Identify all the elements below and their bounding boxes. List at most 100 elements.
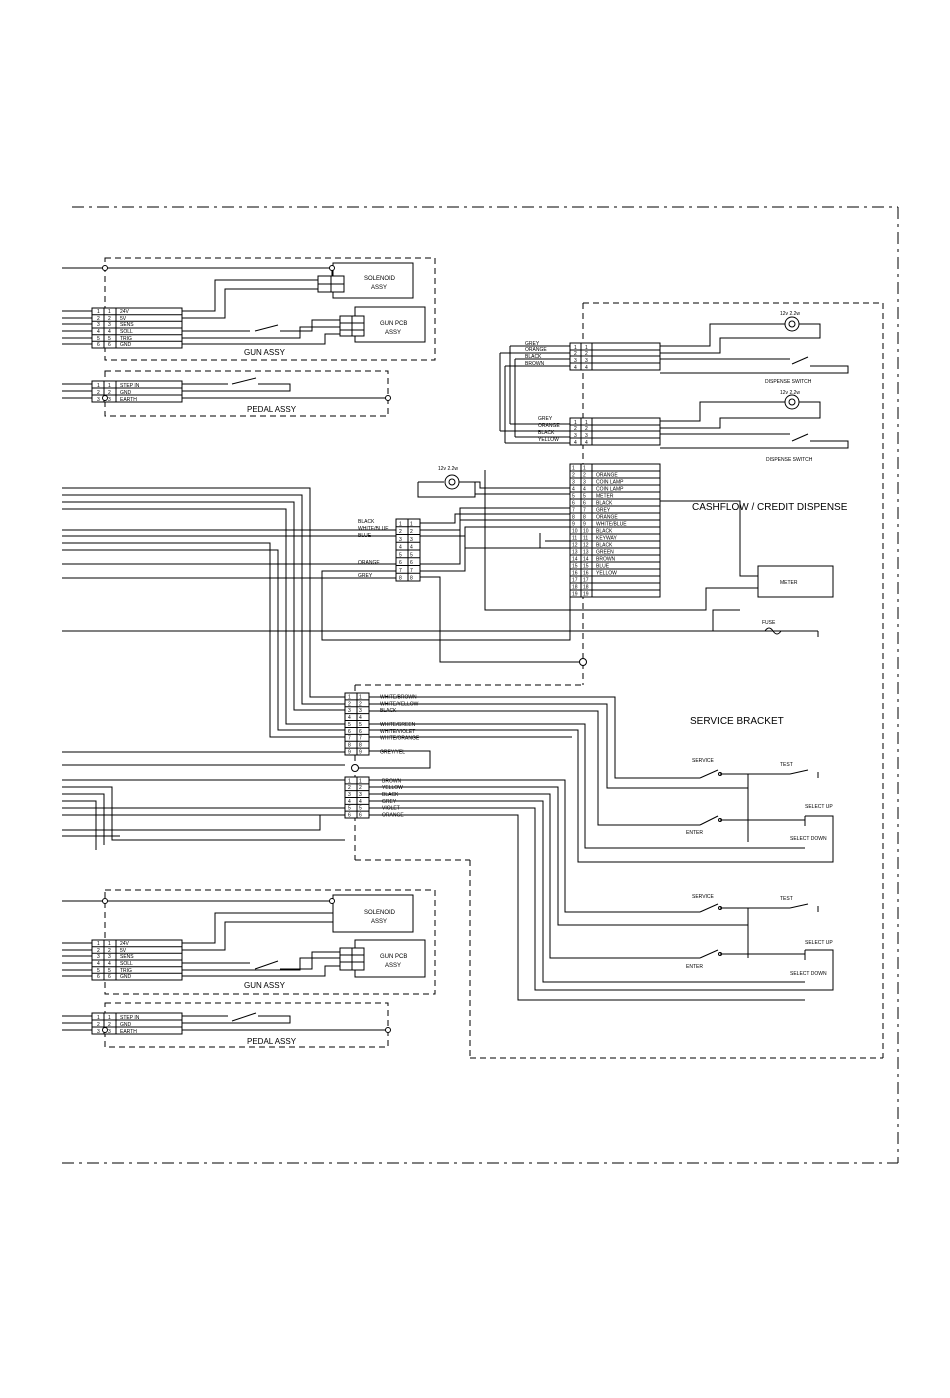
gun-2-pin-b: 2	[108, 948, 111, 954]
dispense-1-wire: BROWN	[525, 361, 545, 367]
main-pin-b: 11	[583, 536, 588, 542]
mid-pin: 1	[399, 521, 402, 527]
svc2-select-up: SELECT UP	[805, 940, 833, 946]
d1-pin: 4	[574, 365, 577, 371]
gun-2-signal: 24V	[120, 941, 130, 947]
svc1-test: TEST	[780, 762, 793, 768]
main-wire-label: BLACK	[596, 529, 613, 535]
gun-2-signal: SOLL	[120, 961, 133, 967]
gun-1-pin: 5	[97, 336, 100, 342]
gun-assy-1: GUN ASSY SOLENOID ASSY GUN PCB ASSY 1 2 …	[62, 257, 436, 361]
d2-pin-b: 2	[585, 426, 588, 432]
svc1-pin: 1	[348, 694, 351, 700]
svc2-pin-b: 3	[359, 792, 362, 798]
d2-pin: 2	[574, 426, 577, 432]
mid-pin: 8	[399, 576, 402, 582]
dispense-2-wire: YELLOW	[538, 437, 559, 443]
pedal-assy-1: PEDAL ASSY 1 2 3 1 2 3 STEP IN GND EARTH	[62, 370, 391, 417]
dispense-1-lamp: 12v 2.2w	[780, 311, 800, 317]
gun-2-pin-b: 6	[108, 974, 111, 980]
mid-pin: 6	[399, 560, 402, 566]
gun-2-pin-b: 5	[108, 968, 111, 974]
gun-1-pin-b: 5	[108, 336, 111, 342]
svc1-pin-b: 5	[359, 722, 362, 728]
gun-1-pin-b: 6	[108, 342, 111, 348]
pedal-2-signal: EARTH	[120, 1029, 137, 1035]
svc1-pin-b: 4	[359, 715, 362, 721]
main-pin: 13	[572, 550, 578, 556]
d2-pin-b: 4	[585, 440, 588, 446]
main-pin: 14	[572, 557, 578, 563]
main-pin: 11	[572, 536, 577, 542]
main-wire-label: YELLOW	[596, 571, 617, 577]
main-pin: 17	[572, 578, 578, 584]
main-pin: 19	[572, 592, 578, 598]
main-pin: 6	[572, 501, 575, 507]
gun-pcb-1-line1: GUN PCB	[380, 321, 407, 327]
svc2-wire-label: YELLOW	[382, 785, 403, 791]
svc1-enter: ENTER	[686, 830, 703, 836]
d2-pin-b: 1	[585, 420, 588, 426]
mid-pin-b: 1	[410, 521, 413, 527]
main-pin-b: 14	[583, 557, 589, 563]
main-wire-label: ORANGE	[596, 515, 618, 521]
pedal-assy-2-label: PEDAL ASSY	[247, 1037, 297, 1046]
mid-pin: 2	[399, 529, 402, 535]
svc2-enter: ENTER	[686, 964, 703, 970]
mid-wire: BLACK	[358, 519, 375, 525]
main-wire-label: COIN LAMP	[596, 487, 624, 493]
main-pin-b: 12	[583, 543, 589, 549]
gun-1-pin-b: 2	[108, 316, 111, 322]
mid-wire: ORANGE	[358, 560, 380, 566]
d1-pin-b: 3	[585, 358, 588, 364]
pedal-2-signal: STEP IN	[120, 1015, 140, 1021]
meter-label: METER	[780, 580, 798, 586]
d2-pin: 1	[574, 420, 577, 426]
gun-pcb-1-line2: ASSY	[385, 330, 401, 336]
gun-pcb-2-line1: GUN PCB	[380, 954, 407, 960]
main-wire-label: ORANGE	[596, 473, 618, 479]
svc1-pin: 5	[348, 722, 351, 728]
gun-1-pin: 4	[97, 329, 100, 335]
pedal-1-pin-b: 3	[108, 397, 111, 403]
pedal-1-signal: GND	[120, 390, 132, 396]
svc1-pin: 3	[348, 708, 351, 714]
dispense-2-wire: ORANGE	[538, 423, 560, 429]
pedal-1-signal: STEP IN	[120, 383, 140, 389]
gun-2-pin: 6	[97, 974, 100, 980]
d2-pin: 4	[574, 440, 577, 446]
main-pin: 8	[572, 515, 575, 521]
cashflow-title: CASHFLOW / CREDIT DISPENSE	[692, 502, 848, 513]
gun-2-signal: SENS	[120, 954, 134, 960]
main-pin-b: 18	[583, 585, 589, 591]
dispense-1-wire: GREY	[525, 341, 540, 347]
mid-pin-b: 8	[410, 576, 413, 582]
main-wire-label: KEYWAY	[596, 536, 618, 542]
main-pin-b: 3	[583, 480, 586, 486]
svc1-pin-b: 2	[359, 701, 362, 707]
pedal-2-pin: 3	[97, 1029, 100, 1035]
svc2-service: SERVICE	[692, 894, 715, 900]
mid-pin-b: 3	[410, 537, 413, 543]
dispense-1: GREY ORANGE BLACK BROWN 1 2 3 4 1 2 3 4 …	[499, 311, 849, 443]
gun-1-pin: 1	[97, 309, 100, 315]
main-pin-b: 8	[583, 515, 586, 521]
main-pin: 12	[572, 543, 578, 549]
svc2-pin: 5	[348, 806, 351, 812]
svc1-wire-label: WHITE/VIOLET	[380, 729, 415, 735]
main-wire-label: BLACK	[596, 543, 613, 549]
main-wire-label: GREY	[596, 508, 611, 514]
gun-2-pin-b: 3	[108, 954, 111, 960]
svc1-wire-label: GREY/YEL	[380, 750, 405, 756]
svc1-service: SERVICE	[692, 758, 715, 764]
solenoid-2-line1: SOLENOID	[364, 910, 396, 916]
gun-1-signal: TRIG	[120, 336, 132, 342]
main-pin-b: 4	[583, 487, 586, 493]
dispense-1-wire: ORANGE	[525, 347, 547, 353]
main-pin-b: 2	[583, 473, 586, 479]
mid-wire: GREY	[358, 573, 373, 579]
gun-2-signal: GND	[120, 974, 132, 980]
svc1-wire-label: WHITE/ORANGE	[380, 736, 420, 742]
